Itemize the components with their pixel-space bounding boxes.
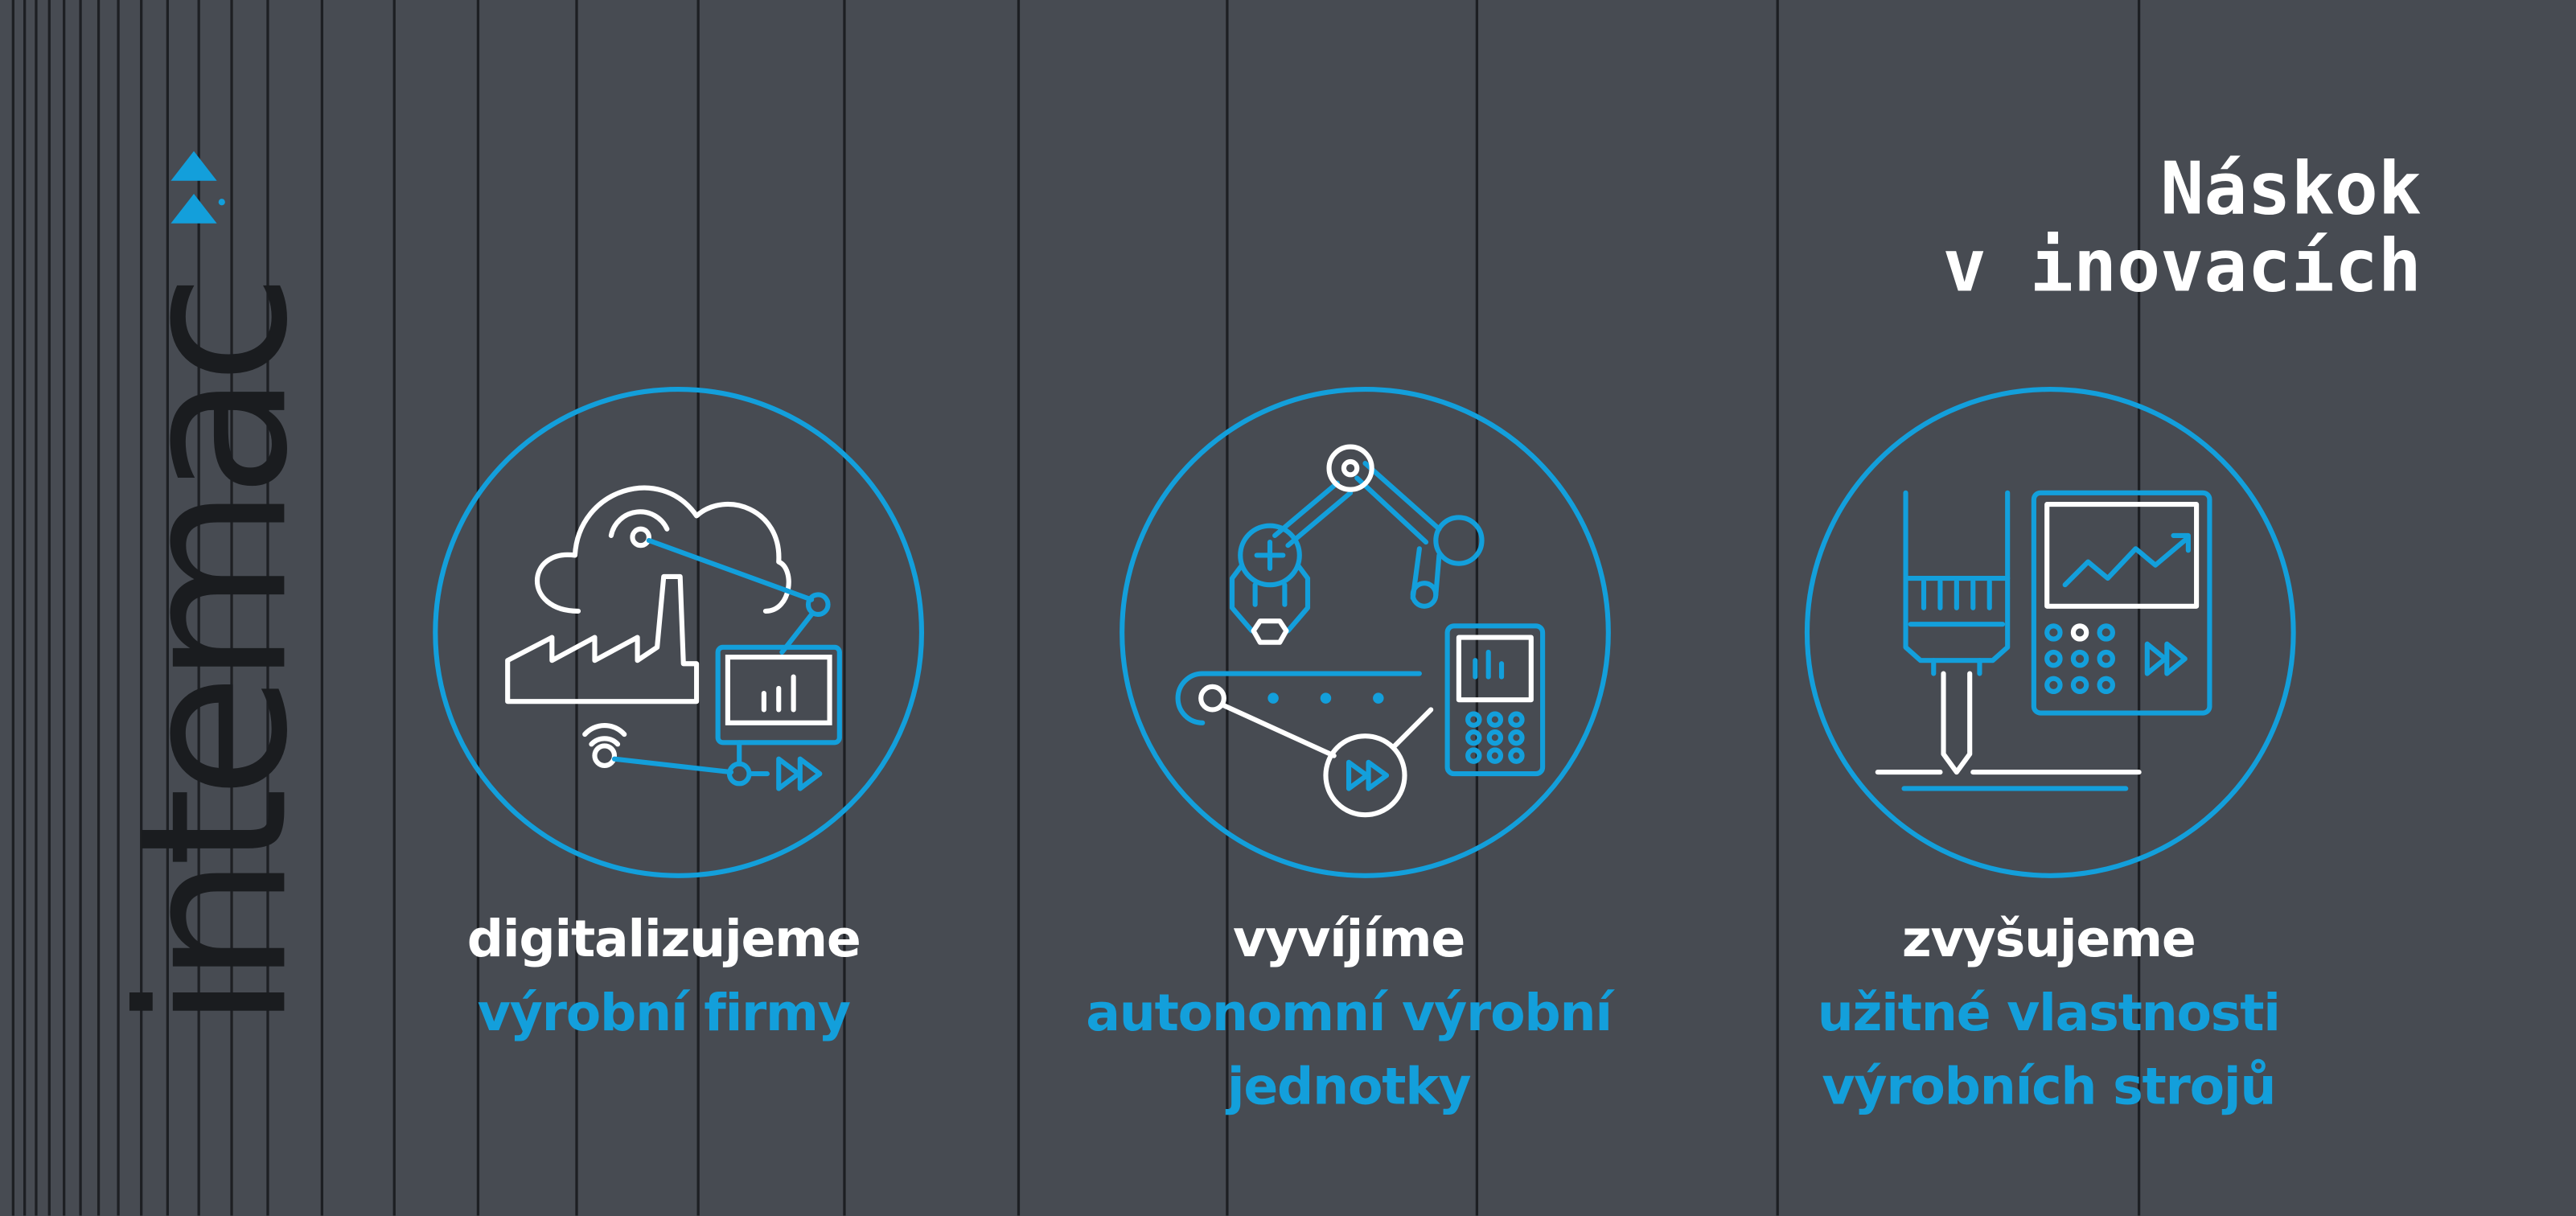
brand-logo: intemac	[0, 0, 334, 1216]
robotic-arm-conveyor-icon	[1120, 387, 1611, 878]
feature-caption-3: zvyšujeme užitné vlastnosti výrobních st…	[1703, 903, 2393, 1125]
tagline-line-1: Náskok	[2160, 147, 2422, 232]
feature-verb-2: vyvíjíme	[1233, 910, 1465, 970]
logo-arrows-icon	[171, 150, 225, 224]
feature-object-2-line-2: jednotky	[1226, 1058, 1472, 1118]
feature-object-3-line-2: výrobních strojů	[1822, 1058, 2276, 1118]
tagline: Náskok v inovacích	[1943, 151, 2422, 306]
digital-factory-cloud-icon	[433, 387, 925, 878]
tagline-line-2: v inovacích	[1942, 224, 2422, 310]
feature-verb-1: digitalizujeme	[466, 910, 861, 970]
feature-caption-2: vyvíjíme autonomní výrobní jednotky	[1004, 903, 1694, 1125]
feature-caption-1: digitalizujeme výrobní firmy	[318, 903, 1009, 1051]
logo-wordmark: intemac	[97, 284, 334, 1030]
feature-verb-3: zvyšujeme	[1901, 910, 2196, 970]
feature-object-2-line-1: autonomní výrobní	[1086, 984, 1613, 1044]
feature-object-3-line-1: užitné vlastnosti	[1817, 984, 2281, 1044]
feature-object-1-line-1: výrobní firmy	[477, 984, 852, 1044]
cnc-machine-control-panel-icon	[1804, 387, 2296, 878]
